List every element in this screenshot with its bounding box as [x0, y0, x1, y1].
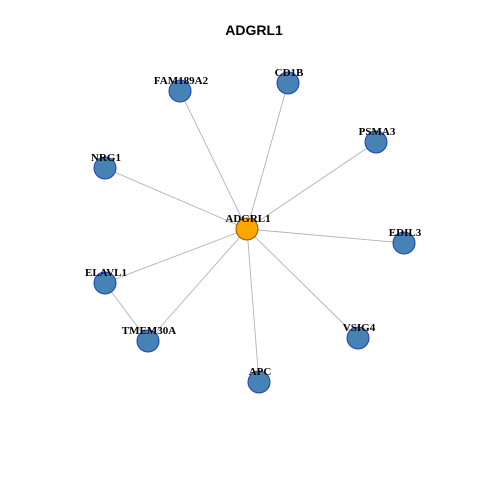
edge-elavl1-tmem30a: [104, 282, 149, 342]
edge-adgrl1-nrg1: [104, 167, 248, 230]
node-adgrl1: ADGRL1: [225, 213, 271, 241]
edge-adgrl1-tmem30a: [147, 228, 248, 342]
node-circle: [364, 130, 388, 154]
node-circle: [235, 217, 259, 241]
edge-layer: [104, 82, 405, 383]
node-elavl1: ELAVL1: [85, 267, 127, 295]
node-label: TMEM30A: [122, 325, 176, 337]
node-circle: [247, 370, 271, 394]
node-label: PSMA3: [359, 126, 396, 138]
node-apc: APC: [247, 366, 272, 394]
node-label: EDIL3: [389, 227, 422, 239]
node-label: VSIG4: [343, 322, 376, 334]
node-circle: [93, 156, 117, 180]
node-circle: [276, 71, 300, 95]
edge-adgrl1-edil3: [246, 228, 405, 244]
node-circle: [168, 79, 192, 103]
node-edil3: EDIL3: [389, 227, 422, 255]
node-circle: [93, 271, 117, 295]
node-circle: [392, 231, 416, 255]
edge-adgrl1-apc: [246, 228, 260, 383]
node-circle: [346, 326, 370, 350]
node-psma3: PSMA3: [359, 126, 396, 154]
edge-adgrl1-fam189a2: [179, 90, 248, 230]
node-cd1b: CD1B: [275, 67, 304, 95]
edge-adgrl1-vsig4: [246, 228, 359, 339]
node-tmem30a: TMEM30A: [122, 325, 176, 353]
node-label: APC: [249, 366, 272, 378]
edge-adgrl1-cd1b: [246, 82, 289, 230]
node-label: ELAVL1: [85, 267, 127, 279]
edge-adgrl1-psma3: [246, 141, 377, 230]
node-circle: [136, 329, 160, 353]
diagram-title: ADGRL1: [225, 22, 283, 38]
node-vsig4: VSIG4: [343, 322, 376, 350]
edge-adgrl1-elavl1: [104, 228, 248, 284]
node-label: NRG1: [91, 152, 121, 164]
node-label: FAM189A2: [154, 75, 209, 87]
node-label: CD1B: [275, 67, 304, 79]
node-label: ADGRL1: [225, 213, 270, 225]
node-nrg1: NRG1: [91, 152, 121, 180]
node-fam189a2: FAM189A2: [154, 75, 209, 103]
